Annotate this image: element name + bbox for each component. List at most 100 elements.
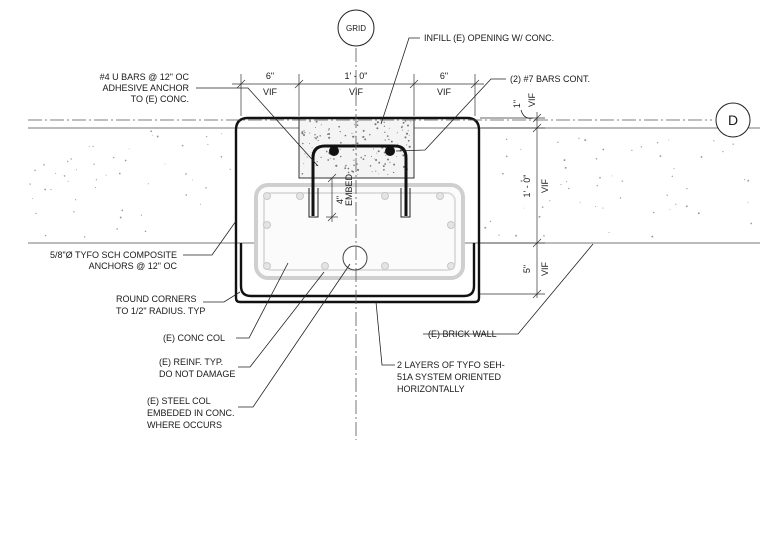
wall-grain [747, 179, 750, 182]
concrete-grain [301, 172, 304, 175]
wall-grain [675, 203, 677, 205]
concrete-grain [351, 132, 353, 134]
concrete-grain [407, 139, 410, 142]
wall-grain [640, 146, 642, 148]
wall-grain [502, 172, 504, 175]
wall-grain [83, 236, 86, 238]
existing-rebar [447, 262, 455, 270]
concrete-grain [339, 148, 341, 150]
wall-grain [520, 148, 522, 150]
existing-rebar [381, 262, 389, 270]
note-u-bars-line2: ADHESIVE ANCHOR [102, 83, 189, 93]
concrete-grain [374, 158, 376, 160]
note-brick-wall: (E) BRICK WALL [428, 329, 497, 339]
concrete-grain [306, 156, 308, 158]
concrete-grain [340, 141, 342, 144]
existing-reinforcing-cage [263, 192, 456, 271]
wall-grain [659, 155, 662, 158]
wall-grain [229, 168, 231, 170]
dim-right-bottom-value: 5" [522, 265, 532, 273]
concrete-grain [362, 129, 365, 132]
wall-grain [523, 207, 525, 209]
concrete-grain [356, 142, 359, 145]
concrete-grain [314, 137, 316, 139]
dim-top-right-value: 6" [440, 71, 448, 81]
wall-grain [700, 156, 703, 158]
concrete-grain [317, 139, 319, 142]
gridline-d-label: D [728, 112, 738, 128]
dim-right-bottom-sub: VIF [540, 262, 550, 277]
tyfo-wrap-inner [239, 243, 476, 298]
wall-grain [538, 215, 541, 218]
dim-right-middle-value: 1' - 0" [522, 175, 532, 198]
no7-bar-left [329, 146, 339, 156]
concrete-grain [375, 158, 378, 162]
concrete-grain [339, 155, 342, 158]
wall-grain [520, 180, 523, 182]
wall-grain [560, 184, 562, 186]
concrete-grain [311, 147, 313, 149]
embed-dimension [326, 173, 338, 222]
concrete-grain [333, 158, 335, 160]
concrete-grain [320, 156, 322, 159]
wall-grain [744, 179, 746, 181]
wall-grain [653, 211, 655, 214]
leader-reinf [238, 271, 325, 368]
leader-round-corners [203, 291, 241, 303]
dim-top-center-value: 1' - 0" [345, 71, 368, 81]
concrete-stipple [301, 120, 412, 175]
concrete-grain [370, 155, 372, 157]
wall-grain [484, 226, 487, 229]
concrete-grain [376, 152, 378, 154]
concrete-grain [309, 132, 311, 134]
concrete-grain [353, 164, 355, 167]
wall-grain [147, 183, 149, 185]
leader-u-bars [196, 87, 319, 167]
embed-depth-value: 4" [335, 196, 345, 204]
wall-grain [88, 146, 90, 148]
wall-grain [150, 130, 153, 133]
dim-top-left-value: 6" [266, 71, 274, 81]
concrete-grain [407, 124, 409, 127]
wall-grain [673, 167, 675, 170]
concrete-grain [386, 158, 390, 161]
note-reinf-line2: DO NOT DAMAGE [159, 369, 235, 379]
concrete-grain [335, 164, 338, 167]
note-anchors-line1: 5/8"Ø TYFO SCH COMPOSITE [50, 250, 177, 260]
wall-grain [35, 212, 37, 215]
concrete-grain [392, 171, 395, 174]
note-u-bars-line1: #4 U BARS @ 12" OC [100, 72, 190, 82]
existing-rebar [321, 262, 329, 270]
note-u-bars-line3: TO (E) CONC. [131, 94, 189, 104]
wall-grain [185, 194, 187, 196]
concrete-grain [356, 168, 360, 171]
u-bar-embed-right [400, 188, 411, 218]
wall-grain [563, 159, 566, 162]
note-tyfo-layers-line2: 51A SYSTEM ORIENTED [397, 372, 502, 382]
concrete-grain [347, 171, 350, 174]
wall-grain [220, 155, 223, 158]
wall-grain [579, 201, 581, 203]
concrete-grain [345, 164, 347, 167]
wall-grain [75, 169, 78, 171]
concrete-grain [303, 130, 305, 132]
concrete-grain [352, 149, 355, 151]
wall-grain [67, 160, 69, 163]
wall-grain [611, 175, 613, 177]
wall-grain [666, 194, 668, 196]
u-bar [311, 144, 408, 216]
wall-grain [697, 212, 700, 215]
concrete-grain [329, 157, 331, 159]
concrete-grain [356, 163, 358, 165]
wall-grain [515, 234, 518, 237]
wall-grain [602, 207, 604, 209]
leader-bars-cont [395, 78, 506, 152]
dim-right-middle-sub: VIF [540, 179, 550, 194]
concrete-grain [404, 136, 407, 139]
wall-grain [118, 172, 121, 175]
wall-grain [185, 173, 187, 175]
concrete-grain [344, 134, 347, 137]
wall-grain [128, 148, 130, 150]
concrete-grain [376, 121, 379, 124]
wall-grain [113, 156, 115, 159]
